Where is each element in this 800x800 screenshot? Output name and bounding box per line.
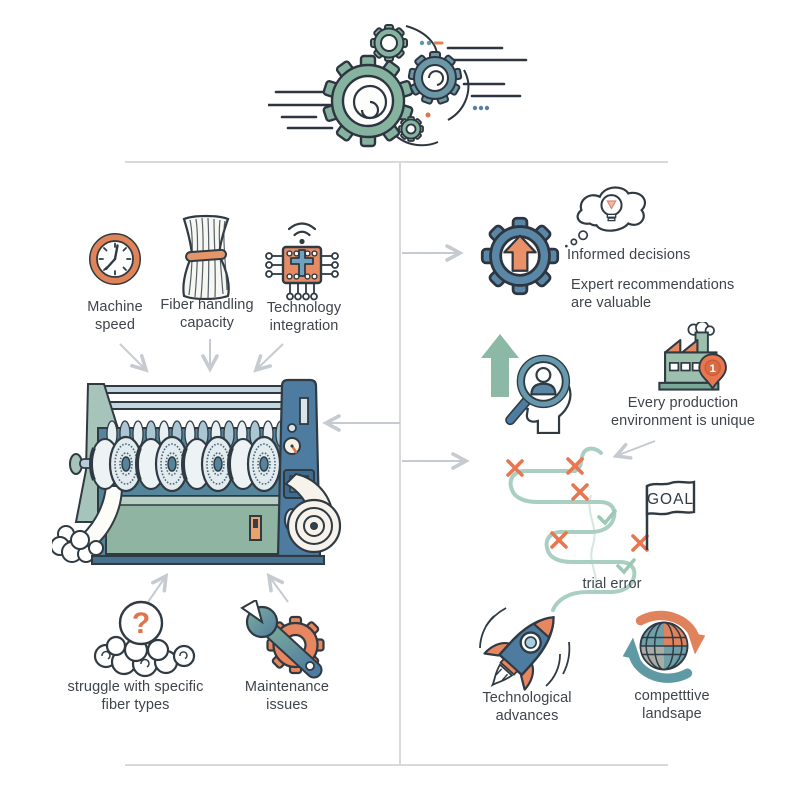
factory-location-pin-icon: 1 xyxy=(658,322,727,391)
green-up-arrow-icon xyxy=(481,334,519,397)
drive-pulley xyxy=(286,498,342,554)
gear-up-arrow-icon xyxy=(480,216,560,296)
location-pin: 1 xyxy=(698,353,727,391)
wrench-part xyxy=(240,600,323,679)
x-marks xyxy=(506,457,649,552)
right-blue-gear xyxy=(407,51,463,105)
clock-icon xyxy=(89,233,141,285)
struggle-label: struggle with specific fiber types xyxy=(67,679,204,713)
globe-cycle-arrows-icon xyxy=(622,610,706,683)
circuit-chip-wifi-icon xyxy=(265,222,339,301)
check-marks xyxy=(597,509,636,575)
magnifier-lens xyxy=(505,354,571,426)
carding-machine-illustration xyxy=(52,378,342,565)
technology-integration-label: Technology integration xyxy=(266,300,342,334)
machine-speed-label: Machine speed xyxy=(87,299,143,333)
goal-flag-icon: GOAL xyxy=(645,480,696,550)
globe xyxy=(639,621,689,671)
goal-text: GOAL xyxy=(647,491,694,508)
question-cloud-icon: ? xyxy=(93,600,196,678)
fluff-cloud xyxy=(52,525,104,563)
fiber-bundle-icon xyxy=(182,214,230,300)
tiny-gear xyxy=(398,116,424,142)
winding-path-icon: GOAL xyxy=(506,446,696,612)
informed-decisions-label: Informed decisions xyxy=(567,247,691,263)
fiber-handling-label: Fiber handling capacity xyxy=(160,297,254,331)
wrench-gear-icon xyxy=(240,600,325,679)
technological-advances-label: Technological advances xyxy=(482,690,572,724)
rocket-body xyxy=(483,615,555,691)
rocket-icon xyxy=(479,607,571,691)
trial-error-label: trial error xyxy=(582,576,642,592)
thought-bubble-lightbulb-icon xyxy=(565,186,647,248)
competitive-landscape-label: competttive landsape xyxy=(634,688,710,722)
roller-spools xyxy=(89,435,282,493)
motion-arcs xyxy=(479,607,571,687)
magnifier-profile-icon xyxy=(505,354,572,435)
path-line xyxy=(508,446,637,612)
environment-unique-label: Every production environment is unique xyxy=(611,395,755,429)
maintenance-label: Maintenance issues xyxy=(244,679,330,713)
pin-number: 1 xyxy=(709,363,716,375)
lightbulb-glyph xyxy=(600,194,623,222)
speeding-gears-icon xyxy=(268,24,528,148)
question-mark-glyph: ? xyxy=(132,607,150,640)
expert-recommendations-label: Expert recommendations are valuable xyxy=(571,277,735,311)
connector-arrows xyxy=(119,244,656,603)
speed-dots xyxy=(419,40,490,118)
small-top-gear xyxy=(370,24,408,62)
up-arrow-glyph xyxy=(503,234,537,272)
divider-lines xyxy=(125,161,668,766)
